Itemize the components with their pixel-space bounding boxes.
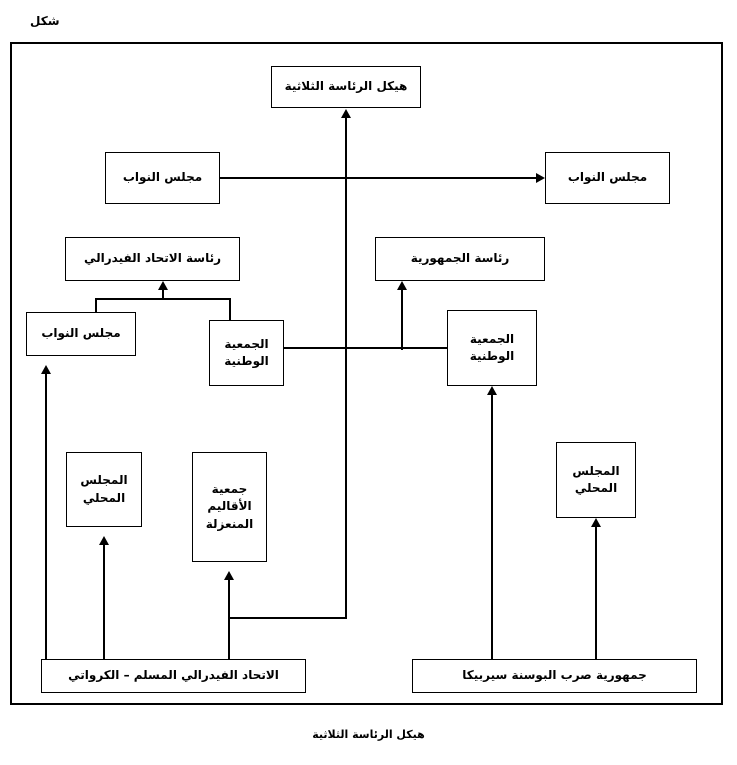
arrow-to-national-assembly-right [487,386,497,395]
connector-srpska-to-local-right [595,527,597,659]
node-house-of-representatives-federation-line1: مجلس النواب [41,326,121,341]
node-house-of-representatives-left-line1: مجلس النواب [122,170,203,185]
node-local-council-right-line2: المحلي [574,481,618,495]
node-tripartite-presidency[interactable]: هيكل الرئاسة الثلاثية [271,66,421,108]
connector-bracket-stem [162,290,164,300]
connector-assembly-right-elbow [491,617,493,619]
node-muslim-croat-federation[interactable]: الاتحاد الفيدرالي المسلم – الكرواتي [41,659,306,693]
connector-bracket-bar [95,298,231,300]
connector-federation-to-house-fed [45,374,47,659]
node-national-assembly-right[interactable]: الجمعية الوطنية [447,310,537,386]
node-republika-srpska-line1: جمهورية صرب البوسنة سيربيكا [462,668,647,683]
node-national-assembly-left[interactable]: الجمعية الوطنية [209,320,284,386]
connector-bracket-right-drop [229,298,231,322]
node-federal-union-presidency-line1: رئاسة الاتحاد الفيدرالي [84,251,221,266]
connector-srpska-to-assembly-right [491,395,493,659]
node-isolated-regions-assembly-line2: الأقاليم [207,499,252,514]
connector-federation-elbow [228,617,347,619]
arrow-to-federal-union-presidency [158,281,168,290]
node-local-council-left-line2: المحلي [82,490,126,505]
connector-bracket-left-drop [95,298,97,314]
node-federal-union-presidency[interactable]: رئاسة الاتحاد الفيدرالي [65,237,240,281]
node-national-assembly-left-line2: الوطنية [224,354,269,368]
node-isolated-regions-assembly-line1: جمعية [211,481,248,496]
connector-assembly-bus [284,347,448,349]
node-house-of-representatives-left[interactable]: مجلس النواب [105,152,220,204]
node-tripartite-presidency-line1: هيكل الرئاسة الثلاثية [284,79,408,94]
node-house-of-representatives-right-line1: مجلس النواب [567,170,648,185]
node-local-council-left[interactable]: المجلس المحلي [66,452,142,527]
node-national-assembly-left-line1: الجمعية [224,336,269,351]
node-muslim-croat-federation-line1: الاتحاد الفيدرالي المسلم – الكرواتي [68,668,279,683]
node-republic-presidency[interactable]: رئاسة الجمهورية [375,237,545,281]
node-house-of-representatives-right[interactable]: مجلس النواب [545,152,670,204]
figure-label: شكل [30,14,60,28]
connector-federation-to-isolated [228,580,230,659]
node-isolated-regions-assembly[interactable]: جمعية الأقاليم المنعزلة [192,452,267,562]
diagram-frame [10,42,723,705]
node-house-of-representatives-federation[interactable]: مجلس النواب [26,312,136,356]
node-republika-srpska[interactable]: جمهورية صرب البوسنة سيربيكا [412,659,697,693]
arrow-to-tripartite-presidency [341,109,351,118]
arrow-to-local-council-right [591,518,601,527]
node-local-council-left-line1: المجلس [80,473,128,488]
arrow-to-republic-presidency [397,281,407,290]
node-local-council-right-line1: المجلس [572,463,620,478]
node-national-assembly-right-line2: الوطنية [469,349,515,363]
arrow-to-isolated-regions [224,571,234,580]
connector-federation-to-local-left [103,545,105,659]
node-national-assembly-right-line1: الجمعية [469,331,515,346]
arrow-to-house-right [536,173,545,183]
arrow-to-house-fed [41,365,51,374]
node-republic-presidency-line1: رئاسة الجمهورية [410,251,510,266]
connector-bus-to-tripartite [345,118,347,618]
node-local-council-right[interactable]: المجلس المحلي [556,442,636,518]
connector-house-left-to-right [220,177,536,179]
arrow-to-local-council-left [99,536,109,545]
figure-caption: هيكل الرئاسة الثلاثية [312,728,425,741]
connector-assembly-to-republic [401,290,403,350]
node-isolated-regions-assembly-line3: المنعزلة [205,516,254,531]
